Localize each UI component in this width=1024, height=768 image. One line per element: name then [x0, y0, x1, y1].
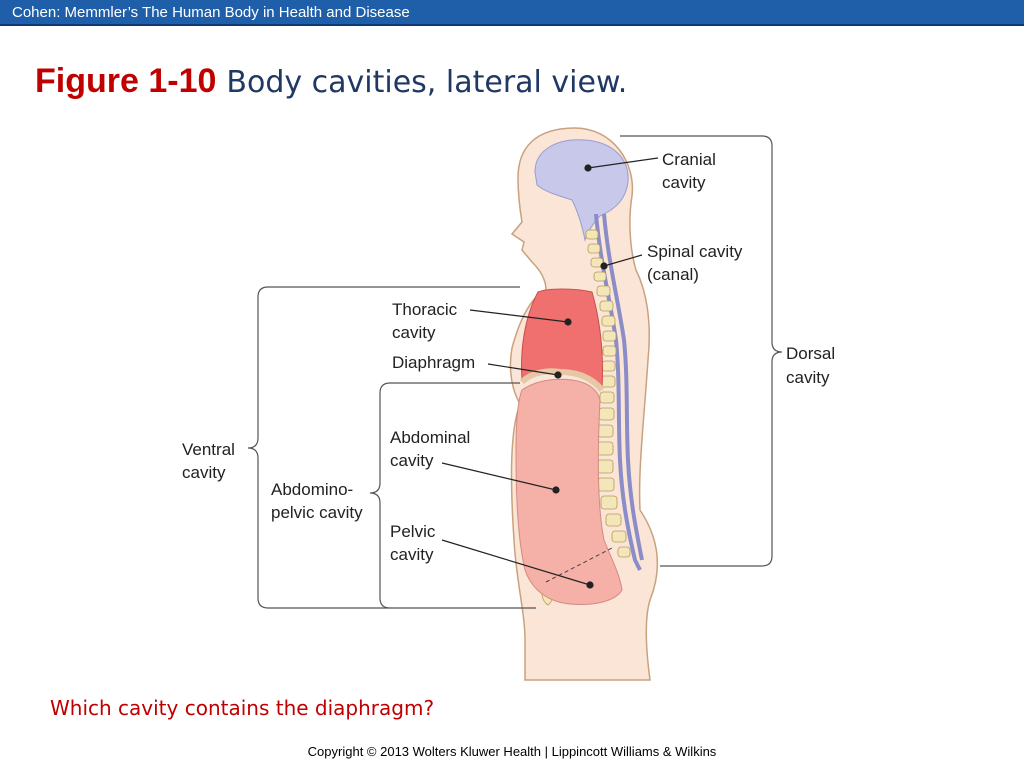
figure-number: Figure 1-10: [35, 62, 217, 100]
label-ventral-line1: Ventral: [182, 440, 235, 459]
label-dorsal-line2: cavity: [786, 368, 830, 387]
vertebral-column: [585, 229, 631, 558]
label-pelvic-line2: cavity: [390, 545, 434, 564]
dorsal-bracket: [620, 135, 783, 567]
copyright-text: Copyright © 2013 Wolters Kluwer Health |…: [307, 744, 717, 759]
label-spinal-line2: (canal): [647, 265, 699, 284]
label-abdominal-line1: Abdominal: [390, 428, 470, 447]
label-thoracic-line2: cavity: [392, 323, 436, 342]
abdominopelvic-bracket: [369, 382, 520, 609]
question-text: Which cavity contains the diaphragm?: [50, 696, 435, 720]
label-dorsal-line1: Dorsal: [786, 344, 835, 363]
leader-lines: [441, 157, 659, 589]
label-spinal-line1: Spinal cavity: [647, 242, 743, 261]
label-cranial-line2: cavity: [662, 173, 706, 192]
header-text: Cohen: Memmler’s The Human Body in Healt…: [12, 4, 410, 21]
label-thoracic-line1: Thoracic: [392, 300, 458, 319]
header-bar: Cohen: Memmler’s The Human Body in Healt…: [0, 0, 1024, 26]
label-ventral-line2: cavity: [182, 463, 226, 482]
figure-caption: Body cavities, lateral view.: [226, 65, 628, 100]
diaphragm-region: [519, 368, 605, 393]
label-abdominopelvic-line2: pelvic cavity: [271, 503, 363, 522]
figure-title: Figure 1-10 Body cavities, lateral view.: [35, 62, 627, 101]
label-cranial-line1: Cranial: [662, 150, 716, 169]
cranial-cavity-region: [534, 139, 629, 242]
label-abdominopelvic-line1: Abdomino-: [271, 480, 353, 499]
label-abdominal-line2: cavity: [390, 451, 434, 470]
abdominopelvic-cavity-region: [515, 378, 623, 605]
label-pelvic-line1: Pelvic: [390, 522, 436, 541]
ventral-bracket: [247, 286, 536, 609]
label-diaphragm: Diaphragm: [392, 353, 475, 372]
